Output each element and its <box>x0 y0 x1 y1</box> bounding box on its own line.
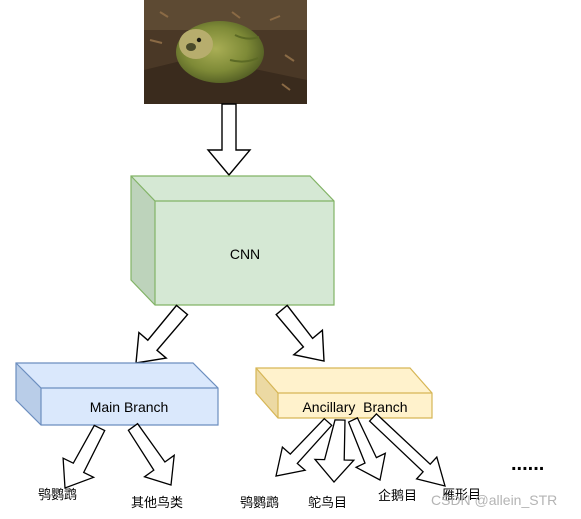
arrow-anc-to-anseriformes <box>368 412 446 487</box>
ancillary-branch-box: Ancillary Branch <box>255 367 433 419</box>
main-branch-box: Main Branch <box>15 362 219 426</box>
anc-output-struthioniformes: 鸵鸟目 <box>308 495 347 511</box>
ellipsis: ...... <box>511 453 544 475</box>
main-branch-label: Main Branch <box>90 399 169 415</box>
arrow-main-to-kakapo <box>62 424 106 489</box>
ancillary-branch-label: Ancillary Branch <box>302 399 407 415</box>
cnn-box: CNN <box>130 175 335 306</box>
main-output-other-birds: 其他鸟类 <box>131 495 183 511</box>
anc-output-anseriformes: 雁形目 <box>442 488 481 503</box>
arrow-anc-to-struthioniformes <box>313 419 356 483</box>
bird-photo <box>144 0 307 104</box>
cnn-label: CNN <box>230 246 260 262</box>
anc-output-sphenisciformes: 企鹅目 <box>378 488 417 504</box>
arrow-photo-to-cnn <box>206 103 252 177</box>
arrow-cnn-to-main <box>135 304 189 364</box>
arrow-main-to-other-birds <box>127 422 176 486</box>
watermark: CSDN @allein_STR <box>431 492 557 508</box>
arrow-anc-to-kakapo <box>275 417 333 477</box>
arrow-anc-to-sphenisciformes <box>347 417 387 481</box>
anc-output-kakapo: 鸮鹦鹉 <box>240 495 279 511</box>
arrow-cnn-to-ancillary <box>275 304 325 362</box>
main-output-kakapo: 鸮鹦鹉 <box>38 487 77 503</box>
